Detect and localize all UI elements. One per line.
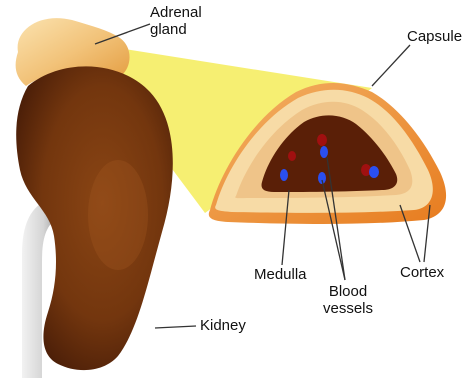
blood-vessels-label-line2: vessels <box>323 300 373 317</box>
blood-vessels-label: Blood vessels <box>323 283 373 317</box>
capsule-label: Capsule <box>407 28 462 45</box>
kidney-label: Kidney <box>200 317 246 334</box>
blood-vessels-label-line1: Blood <box>323 283 373 300</box>
blood-vessel-red-1 <box>317 134 327 146</box>
blood-vessel-blue-2 <box>280 169 288 181</box>
medulla-label: Medulla <box>254 266 307 283</box>
kidney-highlight <box>88 160 148 270</box>
blood-vessel-blue-4 <box>369 166 379 178</box>
kidney-leader <box>155 326 196 328</box>
capsule-leader <box>372 45 410 86</box>
cortex-label: Cortex <box>400 264 444 281</box>
adrenal-gland-label: Adrenal gland <box>150 4 202 38</box>
adrenal-gland-label-line2: gland <box>150 21 202 38</box>
blood-vessel-blue-1 <box>320 146 328 158</box>
adrenal-gland-label-line1: Adrenal <box>150 4 202 21</box>
blood-vessel-red-2 <box>288 151 296 161</box>
